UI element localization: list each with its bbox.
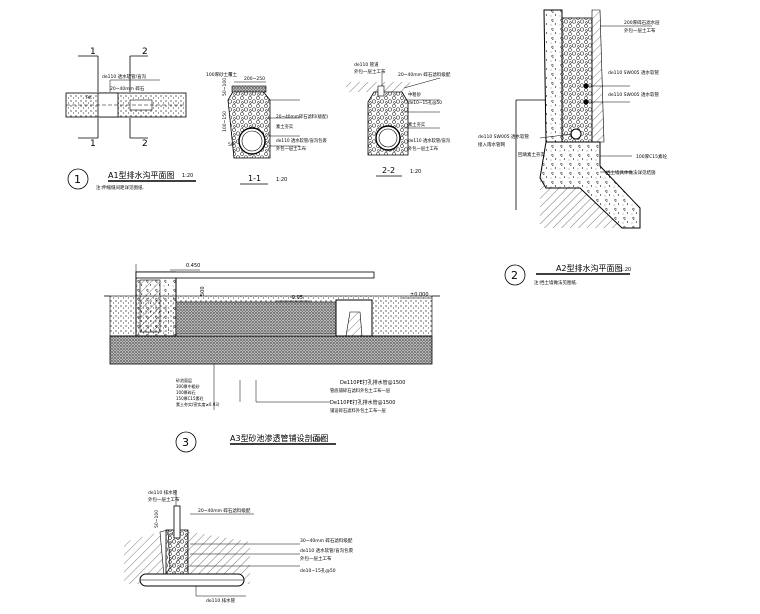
s11-label-geo: 外包一层土工布 <box>276 145 307 152</box>
a2-label-sw2: de110 SW005 透水软管 <box>608 91 659 98</box>
s22-label-hole: de10~15孔@50 <box>408 99 442 106</box>
a3-layer-4: 素土夯实(密实度≥0.93) <box>176 401 220 407</box>
a1-section-mark-2-bottom: 2 <box>142 139 148 149</box>
a1-section-mark-1-bottom: 1 <box>90 139 96 149</box>
s11-scale: 1:20 <box>276 177 287 183</box>
a3-layer-1: 300厚中粗砂 <box>176 383 200 389</box>
s22-label-geo: 外包一层土工布 <box>408 145 439 152</box>
s11-title: 1-1 <box>248 174 261 183</box>
a3-scale: 1:20 <box>312 437 323 443</box>
s22-label-pipe: de110 透水软管/盲沟 <box>408 137 450 144</box>
a3-label-pe2: De110PE打孔排水管@1500 <box>330 399 395 406</box>
section-2-2: de110 管道 外包一层土工布 20~40mm 碎石滤料级配 中粗砂 de10… <box>346 61 451 177</box>
a2-label-drain: 接入雨水管网 <box>478 141 505 148</box>
s22-title: 2-2 <box>382 166 395 175</box>
a1-note: 注:伸缩缝间距详见图纸. <box>96 184 144 191</box>
a2-wall-section: 200厚碎石滤水层 外包一层土工布 de110 SW005 透水软管 de110… <box>478 9 667 286</box>
s11-label-pipe: de110 透水软管/盲沟包裹 <box>276 137 327 144</box>
a2-scale: 1:20 <box>620 267 631 273</box>
a2-detail-circle <box>504 264 526 286</box>
a1-circle-number: 1 <box>74 173 81 186</box>
a1-pipe-label: de110 透水软管/盲沟 <box>102 73 147 80</box>
a3-layer-2: 100厚碎石 <box>176 389 196 395</box>
a1-section-mark-1-top: 1 <box>90 47 96 57</box>
a1-title: A1型排水沟平面图 <box>108 170 175 180</box>
s22-label-sand: 中粗砂 <box>408 91 422 98</box>
d4-label-gravel: 30~40mm 碎石滤料级配 <box>300 537 353 544</box>
a2-label-sw1: de110 SW005 透水软管 <box>608 69 659 76</box>
d4-label-geo-top: 外包一层土工布 <box>148 496 180 503</box>
section-1-1: 100厚砂土覆土 200~250 50~100 100~150 50 20~40… <box>206 71 328 185</box>
s22-label-pipe-top: de110 管道 <box>354 61 379 68</box>
s11-dim-base: 50 <box>228 142 234 148</box>
s11-label-top: 100厚砂土覆土 <box>206 71 238 78</box>
a3-layer-0: 砂池面层 <box>176 377 192 383</box>
a3-dim-500: 500 <box>200 286 206 296</box>
s11-dim-width: 200~250 <box>244 76 265 82</box>
s11-label-gravel: 20~40mm碎石滤料(级配) <box>276 113 328 120</box>
a3-circle-number: 3 <box>182 436 189 449</box>
a1-scale: 1:20 <box>182 173 193 179</box>
a3-label-pe1: De110PE打孔排水管@1500 <box>340 379 405 386</box>
a1-dim-label: 20~40mm 碎石 <box>110 85 145 92</box>
s11-dim-depth: 50~100 <box>222 78 228 96</box>
s22-label-gravel: 20~40mm 碎石滤料级配 <box>398 71 451 78</box>
a3-sandpit-section: 0.450 500 -0.05 ±0.000 De110PE打孔排水管@1500… <box>104 263 440 453</box>
a2-title: A2型排水沟平面图 <box>556 263 623 273</box>
d4-label-pipe: de110 透水软管/盲沟包裹 <box>300 547 354 554</box>
a1-plan-view: 1 2 1 2 de110 透水软管/盲沟 20~40mm 碎石 PK 1 A1… <box>65 47 196 191</box>
a2-label-sw3: de110 SW005 透水软管 <box>478 133 529 140</box>
a1-tag-pk: PK <box>86 95 93 101</box>
d4-label-gravel-top: 20~40mm 碎石滤料级配 <box>198 507 251 514</box>
a3-title: A3型砂池渗透管铺设剖面图 <box>230 433 329 443</box>
a3-elev-top: 0.450 <box>186 263 200 269</box>
d4-dim-depth: 50~100 <box>154 510 160 528</box>
s11-dim-side: 100~150 <box>222 111 228 132</box>
a3-detail-circle <box>175 431 197 453</box>
d4-label-hole: de10~15孔@50 <box>300 567 336 574</box>
s22-scale: 1:20 <box>410 169 421 175</box>
a1-detail-circle <box>67 168 89 190</box>
a3-elev-right: ±0.000 <box>410 292 429 298</box>
s22-label-geo-top: 外包一层土工布 <box>354 68 386 75</box>
a3-elev-low: -0.05 <box>290 295 303 301</box>
d4-label-main: de110 排水管 <box>206 597 236 604</box>
a2-label-fill: 回填素土夯实 <box>518 151 545 158</box>
a3-layer-3: 150厚C15素砼 <box>176 395 204 401</box>
s11-label-soil: 素土夯实 <box>276 123 294 130</box>
a3-label-pe1-sub: 管底铺碎石滤料外包土工布一层 <box>330 387 391 394</box>
d4-label-pipe-top: de110 排水管 <box>148 489 178 496</box>
a2-label-concrete: 100厚C15素砼 <box>636 153 667 160</box>
a1-section-mark-2-top: 2 <box>142 47 148 57</box>
s22-label-soil: 素土夯实 <box>408 121 426 128</box>
a2-label-filter: 200厚碎石滤水层 <box>624 19 660 26</box>
d4-label-geo: 外包一层土工布 <box>300 555 332 562</box>
a2-note: 注:挡土墙做法见图纸. <box>534 279 577 286</box>
a2-label-wall: 挡土墙具体做法详见结施 <box>606 169 656 176</box>
a3-label-pe2-sub: 铺设碎石滤料外包土工布一层 <box>330 407 387 414</box>
a2-label-geo: 外包一层土工布 <box>624 27 656 34</box>
detail-4-trench: de110 排水管 外包一层土工布 50~100 20~40mm 碎石滤料级配 … <box>124 489 354 604</box>
a2-circle-number: 2 <box>511 269 518 282</box>
